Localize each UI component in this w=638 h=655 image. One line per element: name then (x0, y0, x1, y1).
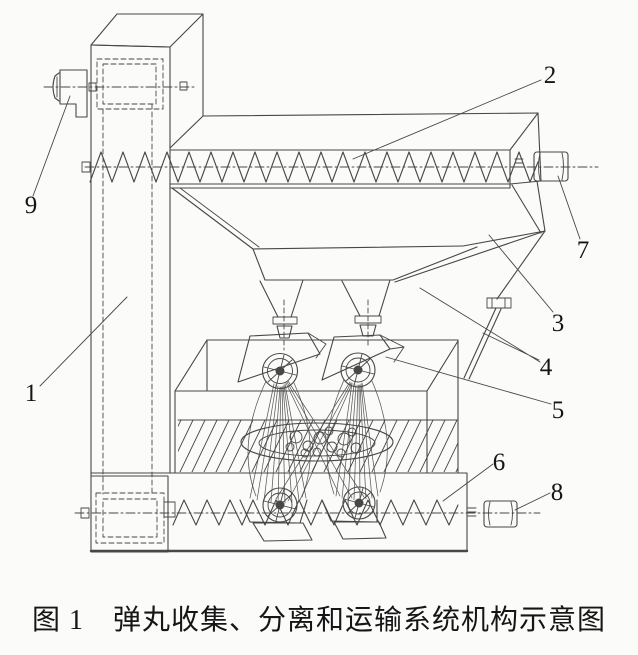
support-strut (463, 297, 512, 380)
callout-9: 9 (25, 192, 38, 219)
motor-7 (533, 151, 569, 182)
shot-cloud-ellipse (240, 422, 394, 462)
callout-7: 7 (577, 237, 590, 264)
separator-wheel-bottom-right (321, 486, 387, 540)
separator-box (174, 339, 459, 474)
shot-stream-lines (247, 379, 388, 504)
figure-caption: 图 1 弹丸收集、分离和运输系统机构示意图 (31, 605, 606, 636)
callout-1: 1 (25, 380, 38, 407)
funnel-right (341, 279, 391, 349)
callout-4: 4 (540, 354, 553, 381)
collecting-hopper (169, 187, 511, 281)
elevator-column (43, 44, 196, 495)
motor-8 (483, 500, 518, 528)
callout-6: 6 (493, 449, 506, 476)
separator-wheel-top-left (237, 332, 327, 390)
callout-leader-lines (32, 79, 581, 511)
funnel-left (259, 279, 304, 351)
callout-5: 5 (552, 397, 565, 424)
motor-9 (52, 69, 88, 118)
top-screw-conveyor (81, 112, 599, 189)
discharge-chute (394, 180, 546, 300)
callout-2: 2 (544, 62, 557, 89)
bottom-screw-conveyor (74, 472, 541, 553)
callout-8: 8 (551, 479, 564, 506)
separator-wheel-top-right (321, 334, 405, 388)
elevator-head-box (90, 13, 204, 149)
elevator-boot (90, 475, 176, 553)
callout-3: 3 (552, 310, 565, 337)
